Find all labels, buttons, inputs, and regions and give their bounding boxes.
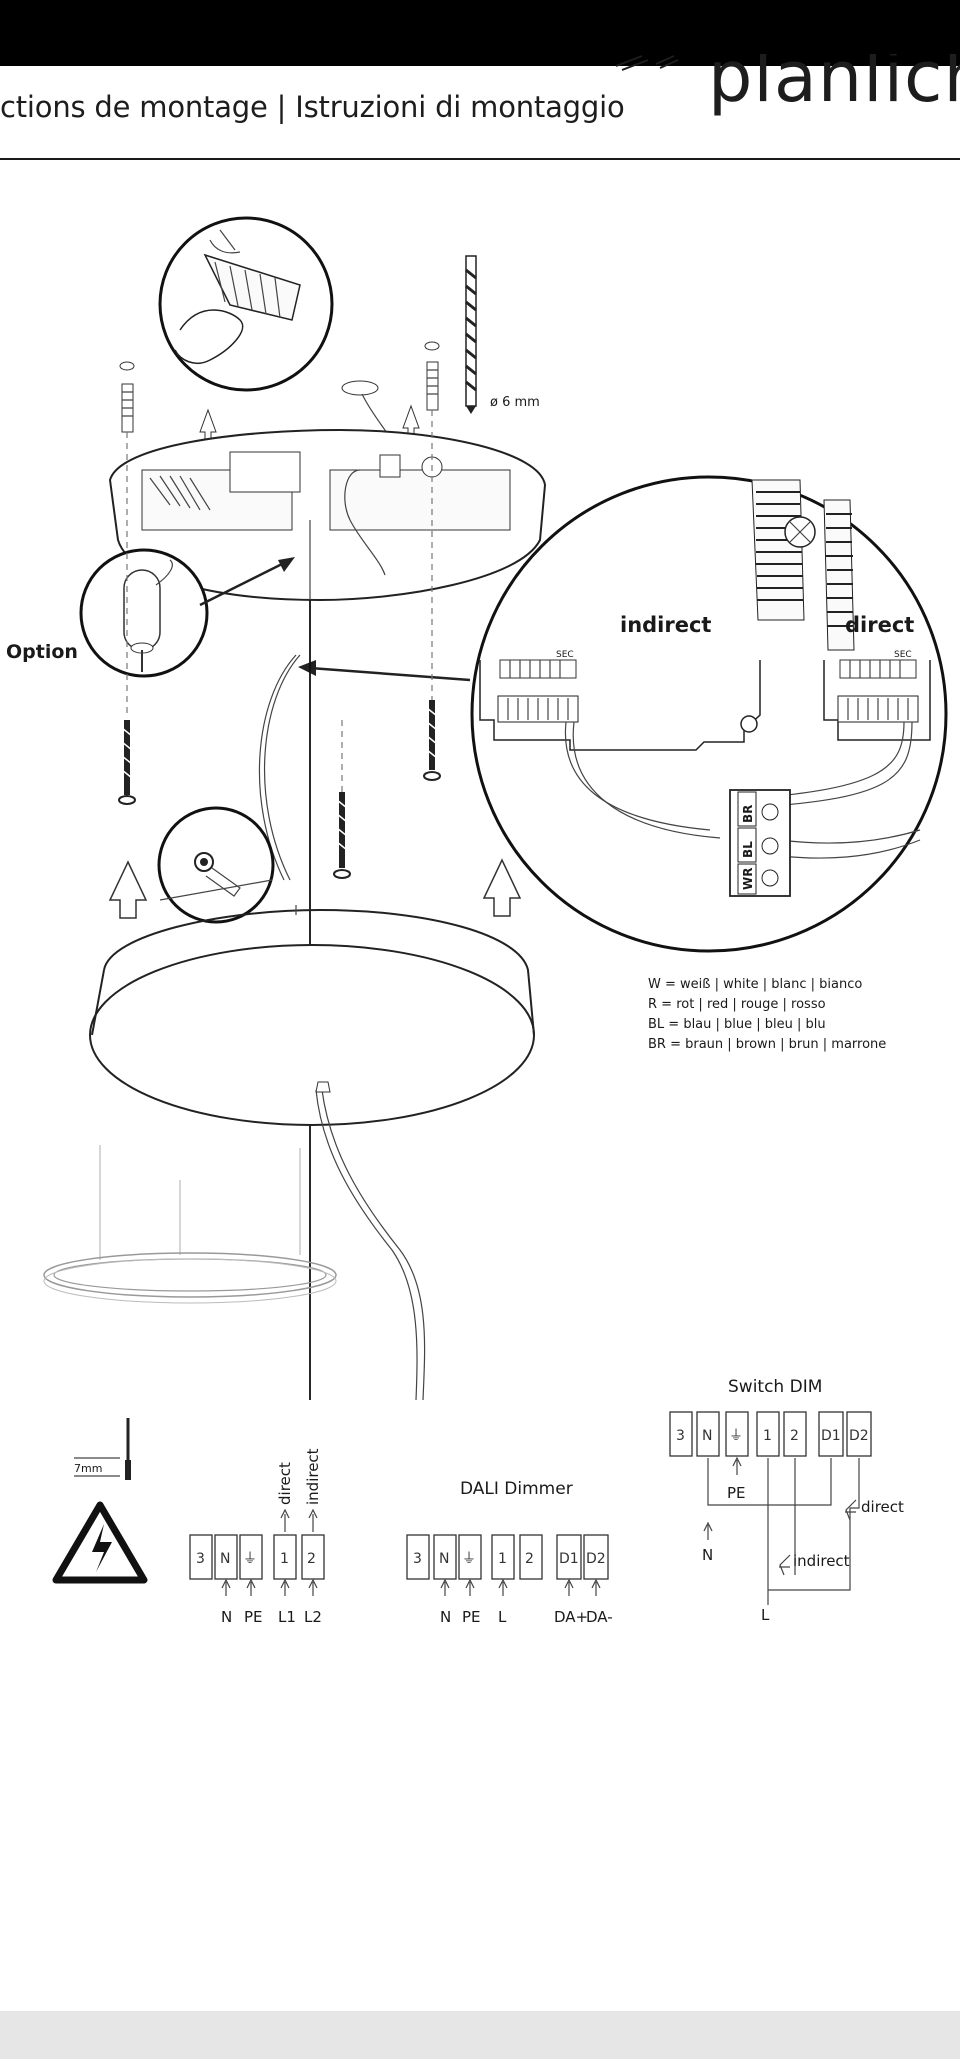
terminal-d1: D1 — [821, 1428, 841, 1444]
terminal-2: 2 — [525, 1551, 534, 1567]
terminal-2: 2 — [790, 1428, 799, 1444]
arrow-up-icon — [199, 408, 217, 441]
connector-label-bl: BL — [741, 841, 755, 858]
wire-label-n: N — [221, 1608, 232, 1626]
drill-bit-icon — [465, 255, 477, 414]
wire-label-n: N — [702, 1546, 713, 1564]
terminal-earth-icon: ⏚ — [462, 1551, 476, 1567]
wire-label-pe: PE — [462, 1608, 481, 1626]
lead-label-direct: direct — [276, 1462, 294, 1505]
wiring-standard: 3 N ⏚ 1 2 direct indirect N PE L1 L2 — [189, 1448, 325, 1626]
switch-direct-icon — [845, 1499, 857, 1521]
brand-logo: planlicht — [612, 54, 960, 134]
terminal-3: 3 — [413, 1551, 422, 1567]
wire-label-l: L — [498, 1608, 507, 1626]
wire-label-l: L — [761, 1606, 770, 1624]
wall-plug-left-icon — [119, 361, 135, 433]
page-title: ctions de montage | Istruzioni di montag… — [0, 90, 625, 124]
terminal-3: 3 — [196, 1551, 205, 1567]
indirect-label: indirect — [620, 613, 711, 637]
power-cable — [321, 1089, 426, 1401]
arrow-up-icon — [402, 404, 420, 437]
header-rule — [0, 158, 960, 160]
sec-label-indirect: SEC — [556, 650, 574, 660]
terminal-earth-icon: ⏚ — [729, 1428, 743, 1444]
color-legend: W = weiß | white | blanc | bianco R = ro… — [648, 977, 886, 1052]
wiring-switch-dim: Switch DIM 3 N ⏚ 1 2 D1 D2 PE N L direct… — [669, 1377, 904, 1624]
option-label: Option — [6, 641, 78, 663]
top-bar — [0, 0, 960, 66]
wire-label-n: N — [440, 1608, 451, 1626]
logo-rays-icon — [615, 55, 679, 71]
legend-line: BR = braun | brown | brun | marrone — [648, 1037, 886, 1052]
wire-label-l2: L2 — [304, 1608, 322, 1626]
drill-size-label: ø 6 mm — [490, 395, 540, 410]
detail-option-hook — [79, 548, 209, 678]
luminaire-body — [89, 905, 535, 1126]
high-voltage-warning-icon — [52, 1501, 148, 1584]
terminal-1: 1 — [280, 1551, 289, 1567]
detail-driver-terminals — [470, 475, 948, 953]
wall-plug-right-icon — [424, 341, 440, 411]
terminal-1: 1 — [763, 1428, 772, 1444]
wiring-dali: DALI Dimmer 3 N ⏚ 1 2 D1 D2 N PE L DA+ D… — [406, 1479, 613, 1626]
terminal-2: 2 — [307, 1551, 316, 1567]
switch-dim-title: Switch DIM — [728, 1377, 822, 1397]
terminal-3: 3 — [676, 1428, 685, 1444]
legend-line: BL = blau | blue | bleu | blu — [648, 1017, 826, 1032]
screw-center-icon — [333, 792, 351, 879]
wire-label-l1: L1 — [278, 1608, 296, 1626]
strip-length-label: 7mm — [74, 1462, 102, 1475]
switch-indirect-icon — [779, 1554, 791, 1576]
screw-left-icon — [118, 720, 136, 805]
sec-label-direct: SEC — [894, 650, 912, 660]
luminaire-ring-preview — [43, 1145, 337, 1304]
arrow-up-icon — [482, 858, 522, 917]
terminal-n: N — [220, 1551, 230, 1567]
terminal-1: 1 — [498, 1551, 507, 1567]
legend-line: R = rot | red | rouge | rosso — [648, 997, 826, 1012]
terminal-d2: D2 — [849, 1428, 869, 1444]
logo-text: planlicht — [708, 54, 960, 118]
wire-label-pe: PE — [727, 1484, 746, 1502]
dali-title: DALI Dimmer — [460, 1479, 573, 1499]
ceiling-hole — [341, 380, 379, 396]
terminal-earth-icon: ⏚ — [243, 1551, 257, 1567]
lead-label-indirect: indirect — [304, 1448, 322, 1505]
detail-connector-hand — [158, 216, 334, 392]
wire-label-da-plus: DA+ — [554, 1608, 588, 1626]
terminal-d2: D2 — [586, 1551, 606, 1567]
direct-label: direct — [845, 613, 914, 637]
screw-right-icon — [423, 700, 441, 781]
footer-band — [0, 2011, 960, 2059]
legend-line: W = weiß | white | blanc | bianco — [648, 977, 862, 992]
detail-hook-eye — [157, 806, 275, 924]
terminal-n: N — [702, 1428, 712, 1444]
connector-label-br: BR — [741, 805, 755, 823]
wire-label-pe: PE — [244, 1608, 263, 1626]
wire-label-da-minus: DA- — [586, 1608, 613, 1626]
connector-label-wr: WR — [741, 868, 755, 890]
arrow-up-icon — [108, 860, 148, 919]
strip-length-detail: 7mm — [74, 1418, 131, 1480]
terminal-n: N — [439, 1551, 449, 1567]
switch-label-direct: direct — [861, 1498, 904, 1516]
switch-label-indirect: indirect — [793, 1552, 850, 1570]
mounting-plate — [108, 428, 547, 602]
terminal-d1: D1 — [559, 1551, 579, 1567]
